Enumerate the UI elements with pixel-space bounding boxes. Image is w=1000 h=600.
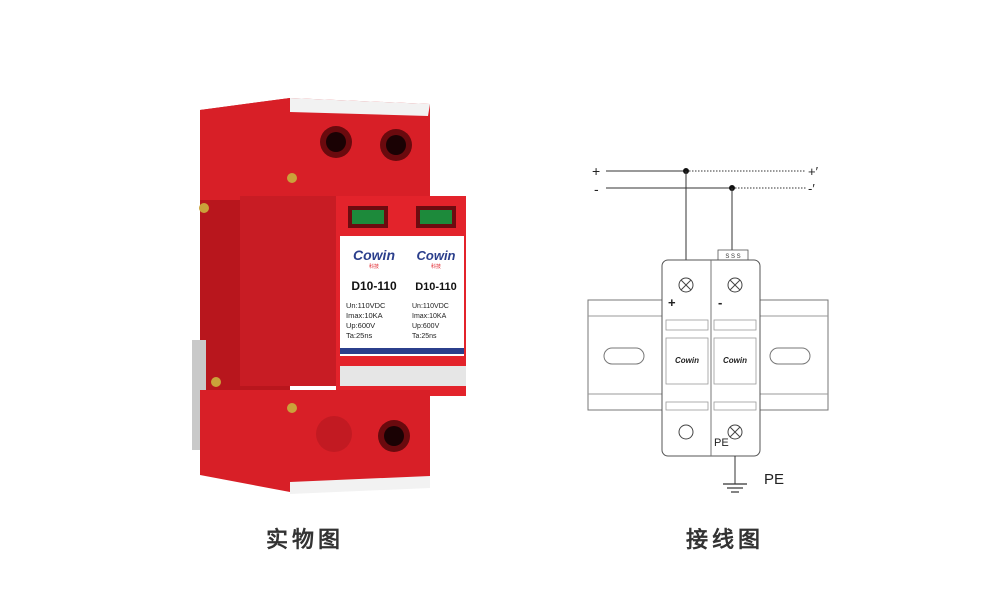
svg-text:Imax:10KA: Imax:10KA [412, 313, 447, 320]
svg-text:Up:600V: Up:600V [412, 323, 440, 330]
screw-bottom [287, 403, 297, 413]
minus-output-label: -′ [808, 181, 815, 196]
photo-caption: 实物图 [266, 528, 345, 553]
terminal-cap-bottom [316, 416, 352, 452]
svg-text:Ta:25ns: Ta:25ns [346, 331, 373, 340]
brand-logo-2: Cowin [417, 248, 456, 263]
pe-outer-label: PE [764, 471, 784, 488]
label-plate-2 [408, 236, 464, 356]
status-window-2 [420, 210, 452, 224]
rail-slot-right [769, 347, 811, 365]
model-label-2: D10-110 [415, 281, 457, 293]
svg-text:Un:110VDC: Un:110VDC [346, 301, 386, 310]
svg-text:科技: 科技 [369, 263, 379, 270]
top-rail [290, 98, 430, 116]
bottom-rail [290, 476, 430, 494]
brand-logo-1: Cowin [353, 247, 395, 263]
pe-inner-label: PE [714, 437, 729, 449]
status-window-1 [352, 210, 384, 224]
svg-text:S S S: S S S [725, 254, 740, 260]
svg-text:Ta:25ns: Ta:25ns [412, 333, 437, 340]
label-plate-1 [340, 236, 408, 356]
svg-text:Un:110VDC: Un:110VDC [412, 303, 449, 310]
plus-output-label: +′ [808, 164, 819, 179]
diagram-caption: 接线图 [686, 528, 765, 553]
grey-strip [340, 366, 466, 386]
module-front-side [240, 196, 340, 386]
wiring-diagram: + - +′ -′ S S S + - Co [580, 150, 840, 510]
product-photo: Cowin 科技 D10-110 Un:110VDC Imax:10KA Up:… [180, 90, 480, 500]
pole-plus-label: + [668, 295, 676, 310]
wiring-diagram-svg: + - +′ -′ S S S + - Co [587, 163, 829, 493]
screw-top [287, 173, 297, 183]
svg-text:科技: 科技 [431, 263, 441, 270]
svg-text:Up:600V: Up:600V [346, 321, 375, 330]
diagram-brand-1: Cowin [675, 356, 699, 365]
rail-slot-left [603, 347, 645, 365]
module-bottom-block [200, 390, 430, 492]
module-top-block [200, 98, 430, 200]
minus-input-label: - [594, 181, 599, 197]
pole-minus-label: - [718, 295, 722, 310]
svg-text:Imax:10KA: Imax:10KA [346, 311, 383, 320]
model-label-1: D10-110 [351, 279, 397, 293]
diagram-brand-2: Cowin [723, 356, 747, 365]
terminal-unused [678, 424, 694, 440]
surge-protector-illustration: Cowin 科技 D10-110 Un:110VDC Imax:10KA Up:… [192, 98, 466, 494]
pole-minus-label-box [713, 337, 757, 385]
pole-plus-label-box [665, 337, 709, 385]
plus-input-label: + [592, 163, 600, 179]
